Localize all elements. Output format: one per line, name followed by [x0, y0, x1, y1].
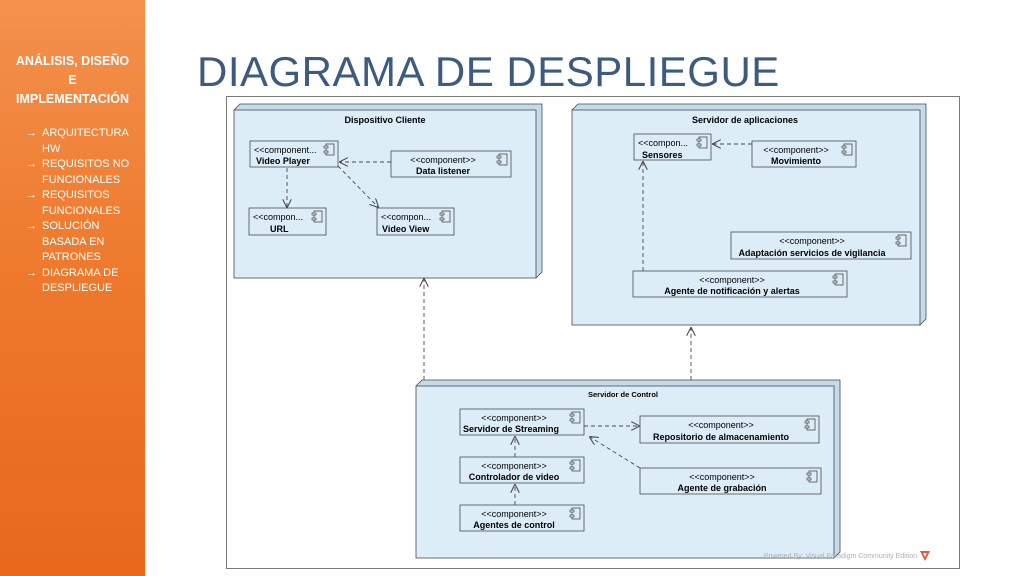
component-controlador-video: <<component>> Controlador de video [459, 456, 585, 484]
component-stereotype: <<compon... [381, 212, 431, 222]
sidebar-item-label: REQUISITOS FUNCIONALES [42, 189, 121, 217]
component-box [639, 415, 820, 444]
component-name: Video View [382, 224, 430, 234]
sidebar-item-label: DIAGRAMA DE DESPLIEGUE [42, 266, 119, 295]
component-box [633, 133, 712, 161]
component-servidor-streaming: <<component>> Servidor de Streaming [459, 408, 585, 436]
sidebar-item-requisitos-funcionales[interactable]: → REQUISITOS FUNCIONALES [26, 188, 138, 219]
dependency-grabacion-streaming [590, 437, 641, 469]
component-box [459, 504, 585, 532]
component-box [730, 231, 912, 260]
component-name: Servidor de Streaming [463, 424, 559, 434]
component-stereotype: <<component... [254, 145, 317, 155]
arrow-right-icon: → [26, 189, 37, 201]
component-stereotype: <<compon... [253, 212, 303, 222]
component-stereotype: <<component>> [779, 236, 845, 246]
component-stereotype: <<component>> [410, 155, 476, 165]
sidebar-item-arquitectura-hw[interactable]: → ARQUITECTURA HW [26, 126, 138, 157]
component-stereotype: <<component>> [763, 145, 829, 155]
component-box [632, 270, 848, 298]
component-box [459, 456, 585, 484]
footer-watermark: Powered By: Visual Paradigm Community Ed… [764, 553, 917, 560]
component-stereotype: <<component>> [688, 420, 754, 430]
node-body [233, 109, 537, 279]
component-icon [496, 153, 508, 166]
component-stereotype: <<component>> [481, 461, 547, 471]
component-icon [841, 143, 853, 156]
component-icon [696, 136, 708, 149]
component-box [249, 140, 339, 168]
component-box [639, 467, 822, 495]
component-box [376, 207, 455, 236]
sidebar-item-diagrama-despliegue[interactable]: → DIAGRAMA DE DESPLIEGUE [26, 266, 138, 297]
component-name: Agente de notificación y alertas [664, 286, 800, 296]
component-stereotype: <<component>> [481, 413, 547, 423]
dependency-videoplayer-videoview [337, 165, 378, 207]
page-title: DIAGRAMA DE DESPLIEGUE [197, 48, 780, 95]
component-icon [569, 507, 581, 520]
arrow-right-icon: → [26, 127, 37, 139]
component-name: Sensores [642, 150, 683, 160]
component-agente-notificacion: <<component>> Agente de notificación y a… [632, 270, 848, 298]
arrow-right-icon: → [26, 266, 37, 279]
component-box [248, 207, 327, 236]
component-icon [832, 273, 844, 286]
component-name: Video Player [256, 156, 310, 166]
component-box [751, 140, 857, 168]
sidebar-item-label: ARQUITECTURA HW [42, 127, 129, 155]
component-icon [311, 210, 323, 223]
node-dispositivo-cliente: Dispositivo Cliente [233, 103, 543, 279]
component-sensores: <<compon... Sensores [633, 133, 712, 161]
component-icon [806, 470, 818, 483]
component-icon [569, 411, 581, 424]
node-label: Servidor de aplicaciones [692, 115, 798, 125]
sidebar-item-solucion-patrones[interactable]: → SOLUCIÓN BASADA EN PATRONES [26, 219, 138, 266]
node-label: Dispositivo Cliente [344, 115, 425, 125]
component-agentes-control: <<component>> Agentes de control [459, 504, 585, 532]
arrow-right-icon: → [26, 158, 37, 170]
component-name: Data listener [416, 166, 471, 176]
component-icon [569, 459, 581, 472]
sidebar: ANÁLISIS, DISEÑO E IMPLEMENTACIÓN → ARQUI… [0, 0, 145, 576]
component-agente-grabacion: <<component>> Agente de grabación [639, 467, 822, 495]
component-box [390, 150, 512, 178]
sidebar-item-label: REQUISITOS NO FUNCIONALES [42, 158, 130, 186]
component-name: Agentes de control [473, 520, 555, 530]
component-stereotype: <<component>> [689, 472, 755, 482]
sidebar-nav: → ARQUITECTURA HW → REQUISITOS NO FUNCIONA… [26, 126, 138, 297]
component-video-view: <<compon... Video View [376, 207, 455, 236]
component-repositorio: <<component>> Repositorio de almacenamie… [639, 415, 820, 444]
component-icon [323, 143, 335, 156]
sidebar-title: ANÁLISIS, DISEÑO E IMPLEMENTACIÓN [15, 54, 130, 106]
component-icon [439, 210, 451, 223]
sidebar-item-requisitos-no-funcionales[interactable]: → REQUISITOS NO FUNCIONALES [26, 157, 138, 188]
arrow-right-icon: → [26, 220, 37, 232]
component-stereotype: <<compon... [638, 138, 688, 148]
component-name: Controlador de video [469, 472, 560, 482]
component-name: URL [270, 224, 289, 234]
sidebar-item-label: SOLUCIÓN BASADA EN PATRONES [42, 220, 105, 263]
component-url: <<compon... URL [248, 207, 327, 236]
node-label: Servidor de Control [588, 390, 658, 399]
component-icon [895, 234, 907, 247]
component-movimiento: <<component>> Movimiento [751, 140, 857, 168]
component-stereotype: <<component>> [481, 509, 547, 519]
component-name: Movimiento [771, 156, 822, 166]
component-adaptacion-servicios: <<component>> Adaptación servicios de vi… [730, 231, 912, 260]
dependency-lines [287, 144, 752, 505]
visual-paradigm-logo-icon [920, 551, 930, 561]
component-video-player: <<component... Video Player [249, 140, 339, 168]
component-box [459, 408, 585, 436]
component-name: Repositorio de almacenamiento [653, 432, 790, 442]
component-name: Agente de grabación [677, 483, 766, 493]
component-data-listener: <<component>> Data listener [390, 150, 512, 178]
component-name: Adaptación servicios de vigilancia [738, 248, 886, 258]
component-stereotype: <<component>> [699, 275, 765, 285]
component-icon [804, 418, 816, 431]
